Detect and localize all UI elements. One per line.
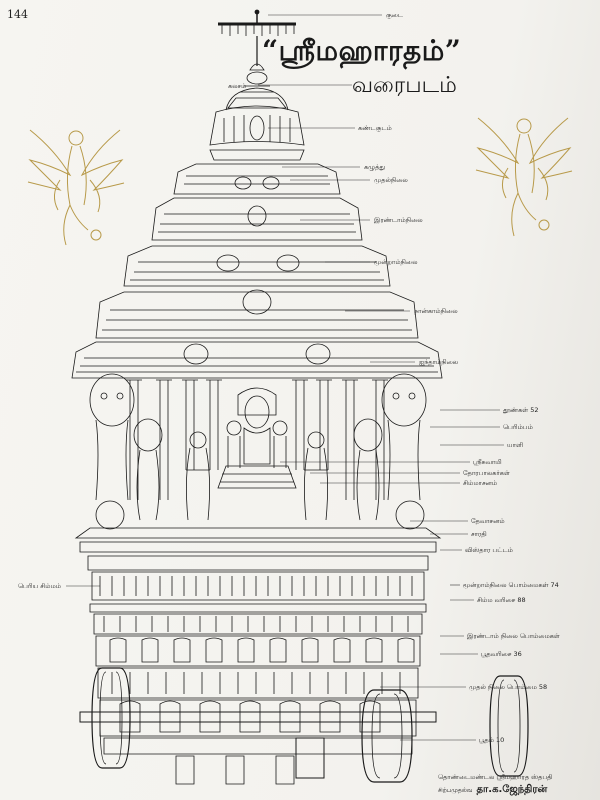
label-kudai: குடை [386, 11, 404, 19]
base-tiers [89, 571, 427, 755]
label-periya-simham: பெரிய சிம்மம் [18, 582, 61, 590]
garuda-right-figure [475, 117, 573, 237]
label-kazhuthu: கழுத்து [364, 163, 385, 171]
credit-name: தா.க.ஜேந்திரன் [476, 784, 548, 795]
label-irandam-nilai: இரண்டாம்நிலை [374, 216, 423, 224]
label-thorapaalakargal: தோரபாலகர்கள் [463, 469, 510, 477]
label-kalasam: கலசம் [228, 82, 247, 90]
label-irandam-bommaigal: இரண்டாம் நிலை பொம்மைகள் [467, 632, 560, 640]
label-thoongal: தூண்கள் 52 [503, 406, 539, 414]
label-bootham: பூதம் 10 [479, 736, 505, 744]
label-bootha-vari: பூதவரிசை 36 [481, 650, 522, 658]
chariot-drawing [71, 9, 529, 785]
yaali-left [89, 373, 163, 521]
garuda-left-figure [27, 129, 125, 246]
label-muthal-nilai: முதல்நிலை [374, 176, 408, 184]
pillars [126, 379, 388, 500]
label-muthal-bommai: முதல் நிலை பொம்மை 58 [469, 683, 548, 691]
label-yaali: யாளி [507, 441, 524, 449]
label-perimpam: பெரிம்பம் [503, 423, 533, 431]
wheels [91, 667, 529, 783]
label-sreeswami: ஸ்ரீசுவாமி [473, 458, 502, 466]
label-devasanam: தேவாசனம் [471, 517, 505, 525]
credit-role: சிற்பமுதல்வ [438, 787, 473, 794]
deity-figure [217, 387, 297, 489]
credit-line-1: தொண்டைமண்டல ஸ்ரீமஹாரத ஸ்தபதி [438, 773, 553, 781]
label-nangam-nilai: நான்காம்நிலை [414, 307, 458, 315]
label-saarathi: சாரதி [471, 530, 487, 538]
page-subtitle: வரைபடம் [352, 73, 457, 98]
label-moondram-bommaigal: மூன்றாம்நிலை பொம்மைகள் 74 [463, 581, 559, 589]
label-simha-vari: சிம்ம வரிசை 88 [477, 596, 526, 604]
dwarapalaka-figures [186, 431, 328, 521]
label-ainthaam-nilai: ஐந்தாம்நிலை [419, 358, 459, 366]
label-moondram-nilai: மூன்றாம்நிலை [374, 258, 418, 266]
label-vistara-pattam: விஸ்தார பட்டம் [465, 546, 513, 554]
leader-lines [66, 14, 504, 741]
label-kandakudam: கண்டகுடம் [358, 124, 392, 132]
label-simmasanam: சிம்மாசனம் [463, 479, 498, 487]
page-number: 144 [7, 8, 28, 21]
page-title: “ஸ்ரீமஹாரதம்” [262, 34, 462, 67]
yaali-right [353, 373, 427, 521]
